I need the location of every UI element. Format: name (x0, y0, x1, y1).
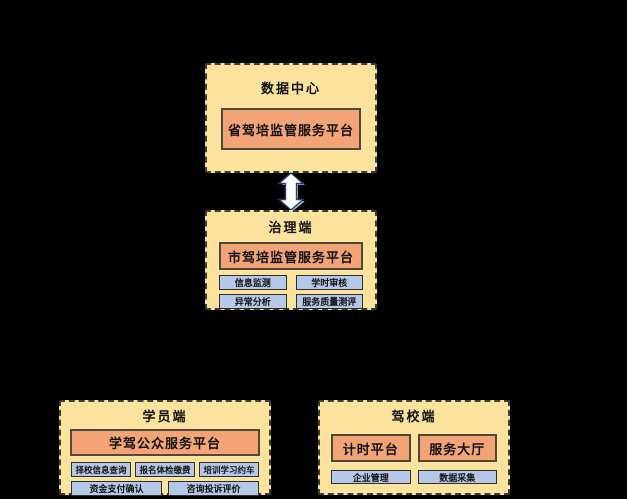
module-consult-complaint-eval: 咨询投诉评价 (168, 481, 259, 496)
city-platform-box: 市驾培监管服务平台 (219, 242, 363, 270)
module-training-car-booking: 培训学习约车 (199, 462, 259, 477)
timing-platform-box: 计时平台 (331, 434, 411, 462)
school-title: 驾校端 (391, 410, 437, 425)
module-info-monitoring: 信息监测 (219, 275, 287, 290)
module-data-collection: 数据采集 (417, 470, 497, 484)
data-center-group: 数据中心 省驾培监管服务平台 (205, 63, 377, 173)
student-group: 学员端 学驾公众服务平台 择校信息查询 报名体检缴费 培训学习约车 资金支付确认… (59, 400, 271, 496)
public-service-platform-box: 学驾公众服务平台 (70, 429, 260, 456)
module-enterprise-management: 企业管理 (331, 470, 411, 484)
module-fund-payment-confirm: 资金支付确认 (71, 481, 162, 496)
student-module-row-1: 择校信息查询 报名体检缴费 培训学习约车 (71, 462, 259, 477)
bidirectional-arrow-icon (277, 172, 305, 211)
module-hours-audit: 学时审核 (295, 275, 363, 290)
module-registration-exam-payment: 报名体检缴费 (135, 462, 195, 477)
governance-title: 治理端 (268, 221, 314, 236)
student-title: 学员端 (142, 410, 188, 425)
province-platform-box: 省驾培监管服务平台 (221, 108, 361, 150)
module-service-quality-eval: 服务质量测评 (295, 294, 363, 309)
data-center-title: 数据中心 (260, 82, 321, 97)
school-module-row: 企业管理 数据采集 (331, 470, 497, 484)
module-school-selection-query: 择校信息查询 (71, 462, 131, 477)
student-module-row-2: 资金支付确认 咨询投诉评价 (71, 481, 259, 496)
school-group: 驾校端 计时平台 服务大厅 企业管理 数据采集 (318, 400, 510, 495)
school-platform-row: 计时平台 服务大厅 (331, 434, 497, 462)
governance-module-grid: 信息监测 学时审核 异常分析 服务质量测评 (219, 275, 363, 309)
governance-group: 治理端 市驾培监管服务平台 信息监测 学时审核 异常分析 服务质量测评 (205, 210, 377, 310)
module-anomaly-analysis: 异常分析 (219, 294, 287, 309)
service-hall-box: 服务大厅 (417, 434, 497, 462)
